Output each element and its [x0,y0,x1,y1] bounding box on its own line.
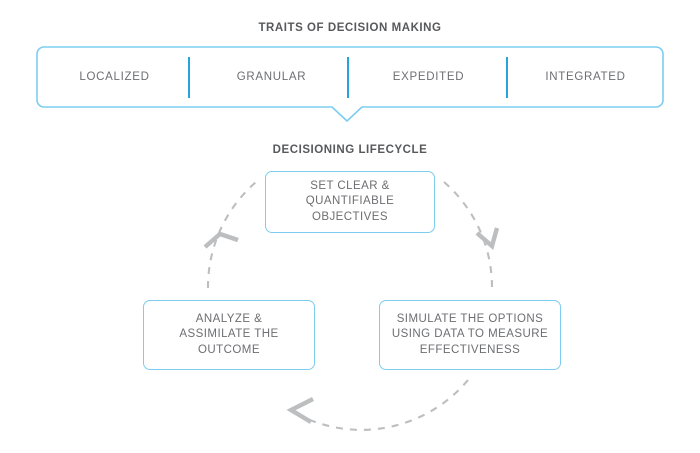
arrowhead-to-simulate [475,227,500,250]
arrowhead-to-objectives [203,231,239,249]
lifecycle-arrow-arcs [203,181,500,431]
traits-divider-2 [347,57,349,98]
traits-divider-3 [506,57,508,98]
trait-item-expedited[interactable]: EXPEDITED [392,71,465,83]
connector-analyze-to-objectives [206,181,257,289]
trait-item-localized[interactable]: LOCALIZED [79,71,150,83]
connector-objectives-to-simulate [443,181,494,289]
traits-divider-1 [188,57,190,98]
connector-simulate-to-analyze [294,379,469,431]
traits-section-title: TRAITS OF DECISION MAKING [258,22,442,34]
trait-item-granular[interactable]: GRANULAR [236,71,307,83]
traits-bar: LOCALIZED GRANULAR EXPEDITED INTEGRATED [36,46,664,122]
lifecycle-section-title: DECISIONING LIFECYCLE [272,144,428,156]
trait-item-integrated[interactable]: INTEGRATED [545,71,626,83]
arrowhead-to-analyze [286,397,314,424]
